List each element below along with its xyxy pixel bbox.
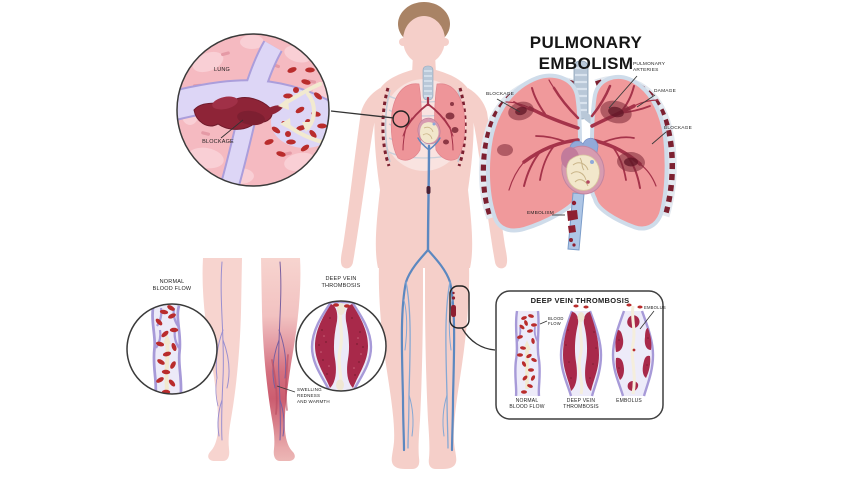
lung-blockage-inset-graphic xyxy=(176,33,330,187)
dvt-inset-graphic xyxy=(295,300,387,392)
label-pointer-lines xyxy=(276,75,667,393)
normal-flow-inset-graphic xyxy=(126,303,218,395)
lungs-illustration-graphic xyxy=(478,60,677,251)
chest-mini-illustration xyxy=(381,65,467,171)
thigh-marker xyxy=(449,285,470,329)
legs-comparison-graphic xyxy=(202,258,301,461)
chest-marker-circle xyxy=(392,110,410,128)
connector-chest-to-inset xyxy=(330,110,395,119)
dvt-box-graphic xyxy=(495,290,664,420)
body-veins xyxy=(400,137,456,452)
connector-thigh-to-box xyxy=(461,327,496,351)
